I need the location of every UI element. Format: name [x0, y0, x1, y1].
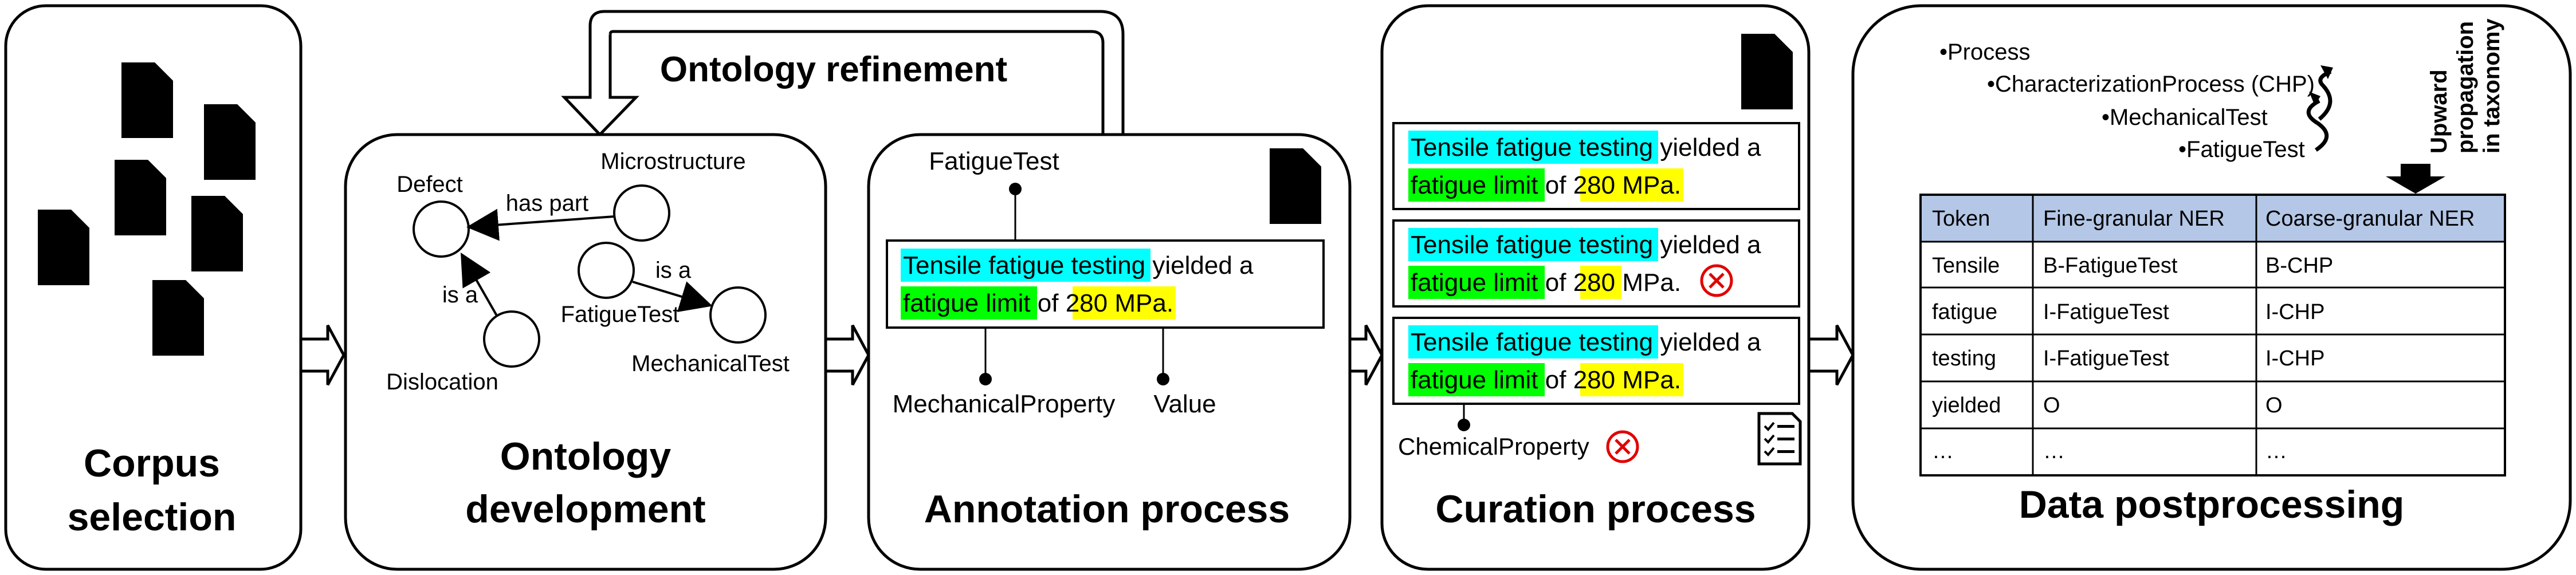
document-icon — [1270, 148, 1321, 224]
label-is-a-1: is a — [442, 282, 478, 308]
stage-title-curation: Curation process — [1435, 487, 1756, 531]
checklist-icon — [1757, 412, 1802, 466]
node-mechanicaltest — [709, 286, 767, 344]
curation-sentence-3-line2: fatigue limit of 280 MPa. — [1411, 366, 1681, 394]
table-cell: fatigue — [1932, 300, 1997, 324]
table-cell: … — [2265, 439, 2287, 463]
taxonomy-item-process: •Process — [1939, 40, 2031, 65]
table-cell: I-FatigueTest — [2043, 346, 2169, 371]
svg-text:in taxonomy: in taxonomy — [2479, 18, 2504, 153]
table-cell: Tensile — [1932, 254, 2000, 278]
table-cell: … — [1932, 439, 1954, 463]
stage-title-ontology-1: Ontology — [500, 435, 672, 478]
arrow-right-icon — [1807, 324, 1855, 386]
svg-text:Upward: Upward — [2426, 69, 2452, 153]
ontology-development-panel: Defect Microstructure has part is a is a… — [344, 133, 827, 571]
stage-title-ontology-2: development — [465, 487, 705, 531]
table-cell: B-FatigueTest — [2043, 254, 2178, 278]
stage-title-corpus-2: selection — [68, 495, 237, 539]
curation-sentence-1-line2: fatigue limit of 280 MPa. — [1411, 171, 1681, 199]
stage-title-corpus-1: Corpus — [84, 442, 220, 485]
error-x-icon — [1702, 266, 1731, 296]
label-has-part: has part — [506, 191, 589, 216]
table-header-fine: Fine-granular NER — [2043, 207, 2225, 231]
arrow-right-icon — [299, 324, 345, 386]
arrow-right-icon — [1348, 324, 1384, 386]
document-icon — [204, 104, 256, 180]
table-cell: I-CHP — [2265, 300, 2324, 324]
curation-sentence-3-line1: Tensile fatigue testing yielded a — [1411, 328, 1761, 356]
annotation-sentence-line2: fatigue limit of 280 MPa. — [903, 289, 1173, 317]
label-microstructure: Microstructure — [600, 149, 745, 174]
curation-label-chemicalproperty: ChemicalProperty — [1398, 433, 1589, 460]
taxonomy-item-mechanicaltest: •MechanicalTest — [2102, 105, 2268, 130]
propagation-label: Upward propagation in taxonomy — [2426, 18, 2504, 153]
annotation-process-panel: FatigueTest Tensile fatigue testing yiel… — [867, 133, 1352, 571]
document-icon — [115, 160, 166, 235]
refinement-label: Ontology refinement — [660, 50, 1007, 89]
node-dislocation — [483, 310, 540, 368]
table-cell: B-CHP — [2265, 254, 2333, 278]
curation-sentence-2-line1: Tensile fatigue testing yielded a — [1411, 231, 1761, 259]
curation-sentence-2-line2: fatigue limit of 280 MPa. — [1411, 269, 1681, 297]
table-cell: I-CHP — [2265, 346, 2324, 371]
annotation-label-mechanicalproperty: MechanicalProperty — [893, 390, 1116, 418]
table-header-token: Token — [1932, 207, 1990, 231]
table-cell: testing — [1932, 346, 1996, 371]
data-postprocessing-panel: •Process •CharacterizationProcess (CHP) … — [1851, 4, 2572, 571]
stage-title-postprocessing: Data postprocessing — [2019, 483, 2405, 526]
annotation-sentence-line1: Tensile fatigue testing yielded a — [903, 251, 1254, 279]
error-x-icon — [1608, 432, 1638, 462]
label-is-a-2: is a — [655, 258, 692, 283]
table-cell: … — [2043, 439, 2065, 463]
stage-title-annotation: Annotation process — [924, 487, 1290, 531]
arrow-right-icon — [824, 324, 870, 386]
corpus-selection-panel: Corpus selection — [4, 4, 303, 571]
node-microstructure — [613, 184, 670, 242]
document-icon — [152, 280, 204, 356]
table-cell: yielded — [1932, 393, 2001, 418]
node-defect — [413, 200, 470, 258]
table-cell: O — [2043, 393, 2060, 418]
curation-process-panel: Tensile fatigue testing yielded a fatigu… — [1380, 4, 1811, 571]
taxonomy-item-chp: •CharacterizationProcess (CHP) — [1987, 72, 2315, 97]
arrow-down-icon — [2386, 164, 2445, 194]
node-fatiguetest — [578, 242, 635, 299]
label-defect: Defect — [396, 172, 463, 197]
label-dislocation: Dislocation — [386, 369, 498, 395]
table-header-coarse: Coarse-granular NER — [2265, 207, 2475, 231]
label-mechanicaltest: MechanicalTest — [631, 351, 790, 376]
ner-table: Token Fine-granular NER Coarse-granular … — [1919, 194, 2506, 476]
table-cell: I-FatigueTest — [2043, 300, 2169, 324]
curation-sentence-1-line1: Tensile fatigue testing yielded a — [1411, 133, 1761, 162]
document-icon — [1741, 34, 1793, 109]
svg-text:propagation: propagation — [2453, 21, 2478, 153]
document-icon — [191, 196, 243, 271]
document-icon — [121, 62, 173, 138]
annotation-label-value: Value — [1153, 390, 1216, 418]
label-fatiguetest: FatigueTest — [561, 302, 680, 327]
table-cell: O — [2265, 393, 2283, 418]
taxonomy-item-fatiguetest: •FatigueTest — [2178, 137, 2305, 162]
annotation-label-fatiguetest: FatigueTest — [929, 147, 1059, 175]
curved-arrow-icon — [2306, 65, 2333, 152]
refinement-arrow-head — [561, 26, 639, 137]
ontology-refinement-loop: Ontology refinement — [561, 10, 1125, 137]
document-icon — [38, 210, 89, 285]
